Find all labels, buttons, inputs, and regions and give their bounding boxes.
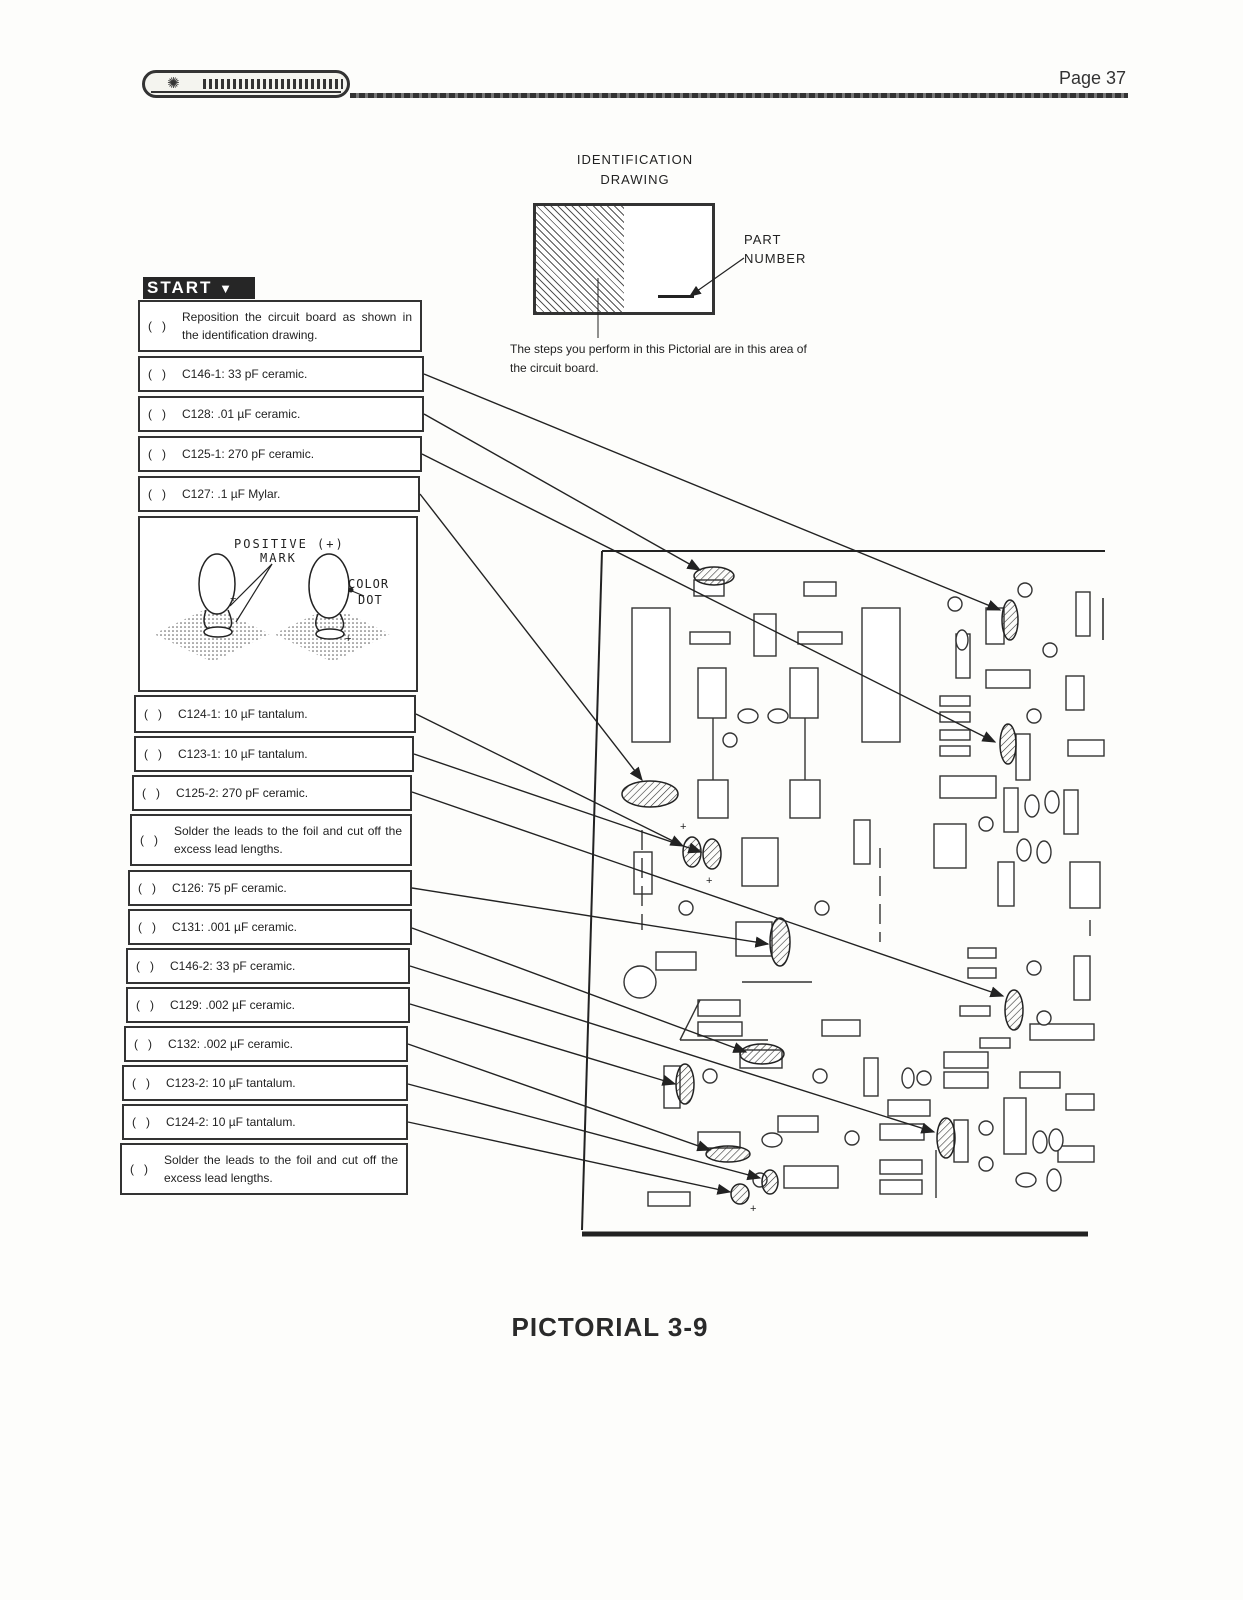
step-checkbox[interactable]: ( ) bbox=[148, 407, 166, 421]
tantalum-capacitor-right bbox=[308, 553, 350, 640]
step-text: Solder the leads to the foil and cut off… bbox=[164, 1153, 398, 1185]
step-text: C128: .01 µF ceramic. bbox=[182, 407, 301, 421]
plus-sign: + bbox=[680, 821, 686, 833]
step-text: C126: 75 pF ceramic. bbox=[172, 881, 287, 895]
step-checkbox[interactable]: ( ) bbox=[136, 998, 154, 1012]
step-text: C124-1: 10 µF tantalum. bbox=[178, 707, 308, 721]
polarity-figure: POSITIVE (+) MARK COLOR DOT + + bbox=[154, 537, 390, 662]
step-checkbox[interactable]: ( ) bbox=[148, 319, 166, 333]
identification-drawing bbox=[533, 203, 715, 315]
step-checkbox[interactable]: ( ) bbox=[142, 786, 160, 800]
step-item: ( ) C129: .002 µF ceramic. bbox=[126, 987, 410, 1023]
step-item: ( ) C127: .1 µF Mylar. bbox=[138, 476, 420, 512]
step-item: ( ) C124-1: 10 µF tantalum. bbox=[134, 695, 416, 733]
step-checkbox[interactable]: ( ) bbox=[148, 367, 166, 381]
step-checkbox[interactable]: ( ) bbox=[148, 487, 166, 501]
step-item: ( ) C125-1: 270 pF ceramic. bbox=[138, 436, 422, 472]
step-item: ( ) Solder the leads to the foil and cut… bbox=[130, 814, 412, 866]
start-badge: START ▼ bbox=[143, 277, 255, 299]
positive-leader-1 bbox=[229, 563, 273, 607]
step-text: C125-1: 270 pF ceramic. bbox=[182, 447, 315, 461]
step-text: C125-2: 270 pF ceramic. bbox=[176, 786, 309, 800]
step-item: ( ) C128: .01 µF ceramic. bbox=[138, 396, 424, 432]
step-item: ( ) C131: .001 µF ceramic. bbox=[128, 909, 412, 945]
part-number-label: PART NUMBER bbox=[744, 230, 824, 268]
step-checkbox[interactable]: ( ) bbox=[134, 1037, 152, 1051]
step-text: C123-1: 10 µF tantalum. bbox=[178, 747, 308, 761]
plus-sign: + bbox=[345, 633, 351, 645]
positive-mark-label-1: POSITIVE (+) bbox=[234, 537, 345, 551]
company-logo-badge: ✺ bbox=[142, 70, 350, 98]
step-text: C127: .1 µF Mylar. bbox=[182, 487, 281, 501]
positive-leader-2 bbox=[235, 563, 273, 623]
step-text: Solder the leads to the foil and cut off… bbox=[174, 824, 402, 856]
step-text: Reposition the circuit board as shown in… bbox=[182, 310, 412, 342]
step-text: C131: .001 µF ceramic. bbox=[172, 920, 297, 934]
step-checkbox[interactable]: ( ) bbox=[144, 707, 162, 721]
atom-logo-icon: ✺ bbox=[167, 75, 180, 92]
step-checkbox[interactable]: ( ) bbox=[138, 881, 156, 895]
pictorial-title: PICTORIAL 3-9 bbox=[511, 1312, 709, 1342]
step-checkbox[interactable]: ( ) bbox=[136, 959, 154, 973]
step-text: C123-2: 10 µF tantalum. bbox=[166, 1076, 296, 1090]
step-checkbox[interactable]: ( ) bbox=[132, 1115, 150, 1129]
logo-lettering bbox=[203, 79, 343, 89]
identification-title-line2: DRAWING bbox=[600, 172, 670, 187]
step-item: ( ) C125-2: 270 pF ceramic. bbox=[132, 775, 412, 811]
plus-sign: + bbox=[230, 593, 236, 605]
step-item: ( ) C132: .002 µF ceramic. bbox=[124, 1026, 408, 1062]
start-label: START bbox=[147, 278, 213, 297]
step-item: ( ) C123-1: 10 µF tantalum. bbox=[134, 736, 414, 772]
step-text: C146-1: 33 pF ceramic. bbox=[182, 367, 308, 381]
step-text: C146-2: 33 pF ceramic. bbox=[170, 959, 296, 973]
positive-mark-label-2: MARK bbox=[260, 551, 297, 565]
step-checkbox[interactable]: ( ) bbox=[132, 1076, 150, 1090]
step-checkbox[interactable]: ( ) bbox=[130, 1162, 148, 1176]
header-rule bbox=[350, 93, 1128, 98]
step-item: ( ) C146-1: 33 pF ceramic. bbox=[138, 356, 424, 392]
step-item: ( ) Solder the leads to the foil and cut… bbox=[120, 1143, 408, 1195]
plus-sign: + bbox=[750, 1203, 756, 1215]
part-number-label-line1: PART bbox=[744, 232, 782, 247]
start-arrow-icon: ▼ bbox=[219, 281, 235, 296]
board-edges bbox=[581, 550, 1105, 1237]
step-item: ( ) C123-2: 10 µF tantalum. bbox=[122, 1065, 408, 1101]
step-text: C124-2: 10 µF tantalum. bbox=[166, 1115, 296, 1129]
board-components bbox=[623, 579, 1105, 1207]
identification-title: IDENTIFICATION DRAWING bbox=[540, 150, 730, 190]
step-checkbox[interactable]: ( ) bbox=[140, 833, 158, 847]
logo-underline bbox=[151, 91, 341, 93]
step-item: ( ) C124-2: 10 µF tantalum. bbox=[122, 1104, 408, 1140]
color-dot-leader bbox=[351, 590, 365, 597]
identification-title-line1: IDENTIFICATION bbox=[576, 152, 694, 167]
page-number: Page 37 bbox=[1058, 68, 1126, 88]
step-text: C129: .002 µF ceramic. bbox=[170, 998, 295, 1012]
identification-caption: The steps you perform in this Pictorial … bbox=[510, 342, 807, 375]
color-dot-label-1: COLOR bbox=[348, 577, 389, 591]
part-number-label-line2: NUMBER bbox=[744, 251, 807, 266]
tantalum-capacitor-left bbox=[198, 553, 236, 638]
highlighted-parts bbox=[621, 566, 1024, 1205]
step-checkbox[interactable]: ( ) bbox=[148, 447, 166, 461]
step-item: ( ) C126: 75 pF ceramic. bbox=[128, 870, 412, 906]
step-checkbox[interactable]: ( ) bbox=[138, 920, 156, 934]
identification-shaded-area bbox=[536, 206, 624, 312]
step-checkbox[interactable]: ( ) bbox=[144, 747, 162, 761]
step-item: ( ) C146-2: 33 pF ceramic. bbox=[126, 948, 410, 984]
step-text: C132: .002 µF ceramic. bbox=[168, 1037, 293, 1051]
color-dot-label-2: DOT bbox=[358, 593, 383, 607]
pointer-lines bbox=[407, 373, 1005, 1195]
polarity-figure-panel: POSITIVE (+) MARK COLOR DOT + + bbox=[138, 516, 418, 692]
part-number-mark bbox=[658, 295, 694, 298]
plus-sign: + bbox=[706, 875, 712, 887]
step-item: ( ) Reposition the circuit board as show… bbox=[138, 300, 422, 352]
